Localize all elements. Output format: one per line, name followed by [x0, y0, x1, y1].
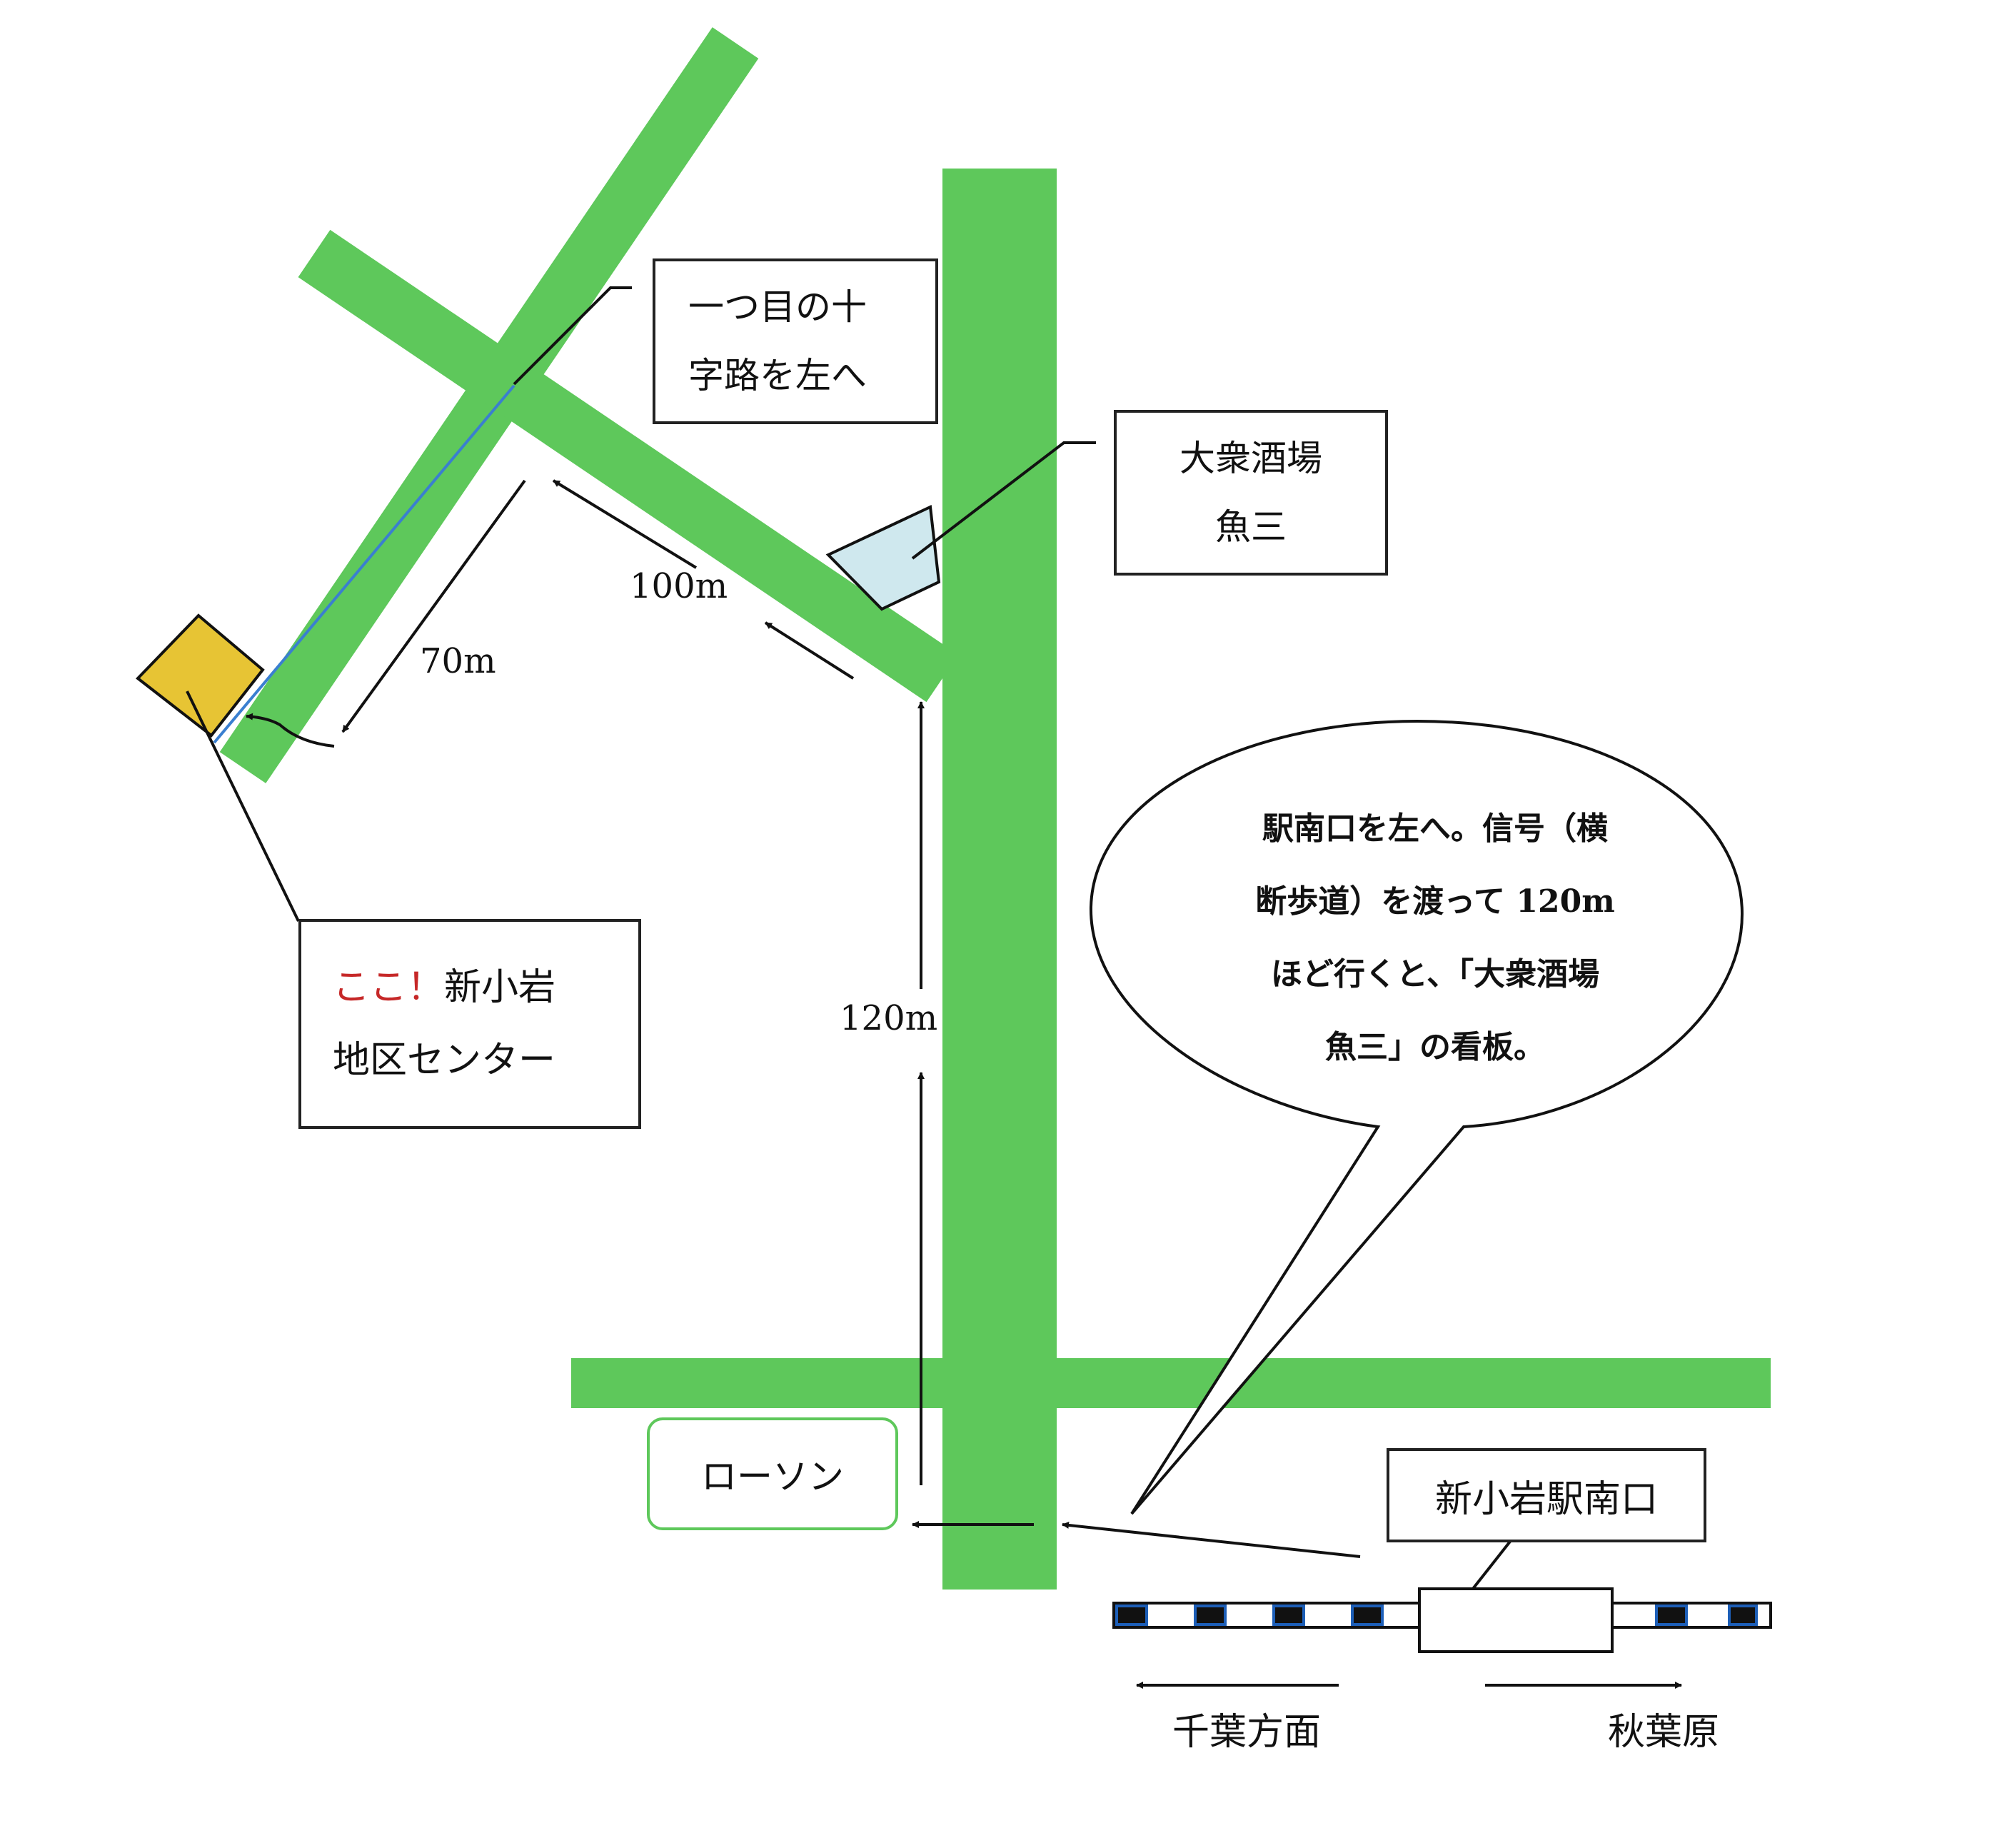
roads — [213, 27, 1771, 1590]
crossroad-note-line2: 字路を左へ — [688, 355, 867, 396]
center-label-line1: 新小岩 — [444, 966, 556, 1009]
route-arrows — [246, 479, 1682, 1689]
arrow-70m — [341, 479, 526, 733]
railway — [1112, 1587, 1772, 1653]
station-label-box: 新小岩駅南口 — [1387, 1448, 1706, 1542]
station-platform — [1418, 1587, 1614, 1653]
center-label-highlight: ここ！ — [333, 966, 445, 1009]
balloon-line1: 駅南口を左へ。信号（横 — [1262, 810, 1608, 847]
izakaya-label-line2: 魚三 — [1215, 506, 1287, 548]
izakaya-label-line1: 大衆酒場 — [1179, 438, 1322, 479]
balloon-line3: ほど行くと、「大衆酒場 — [1270, 956, 1600, 993]
distance-100m: 100m — [630, 566, 728, 606]
lawson-label-box: ローソン — [647, 1417, 898, 1530]
lawson-label: ローソン — [701, 1456, 844, 1497]
leader-lines — [186, 286, 1514, 1597]
arrow-center-curve — [246, 713, 335, 748]
railway-ties — [1115, 1605, 1758, 1626]
direction-akihabara: 秋葉原 — [1608, 1711, 1720, 1754]
crossroad-leader — [513, 286, 632, 386]
center-label-box: ここ！新小岩 地区センター — [298, 919, 641, 1129]
crossroad-note-line1: 一つ目の十 — [688, 286, 867, 328]
arrow-from-station — [1062, 1521, 1361, 1558]
balloon-line4: 魚三」の看板。 — [1325, 1029, 1545, 1065]
balloon-line2: 断歩道）を渡って 120m — [1255, 883, 1615, 920]
road-main-vertical — [942, 169, 1057, 1590]
izakaya-building — [825, 505, 941, 611]
speech-balloon — [1089, 719, 1744, 1515]
station-label: 新小岩駅南口 — [1434, 1477, 1658, 1521]
izakaya-leader — [911, 441, 1096, 560]
road-edge-blue — [213, 384, 515, 744]
direction-chiba: 千葉方面 — [1172, 1711, 1322, 1754]
crossroad-note-box: 一つ目の十 字路を左へ — [653, 258, 938, 424]
center-building — [136, 613, 265, 738]
distance-120m: 120m — [840, 998, 938, 1038]
arrow-100m-lower — [764, 621, 855, 680]
balloon-text: 駅南口を左へ。信号（横 断歩道）を渡って 120m ほど行くと、「大衆酒場 魚三… — [1178, 793, 1692, 1084]
arrow-100m-upper — [552, 479, 698, 569]
center-label-line2: 地区センター — [333, 1039, 556, 1082]
izakaya-label-box: 大衆酒場 魚三 — [1114, 410, 1388, 576]
station-leader — [1466, 1537, 1514, 1597]
road-diagonal-west — [298, 229, 959, 703]
distance-70m: 70m — [420, 641, 496, 681]
road-horizontal-south — [571, 1358, 1771, 1408]
center-leader — [186, 691, 300, 922]
